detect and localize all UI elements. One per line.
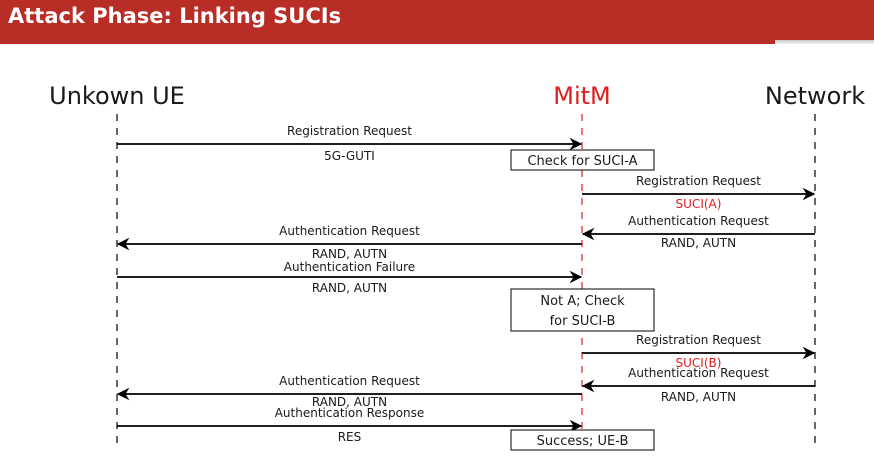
note-text: Check for SUCI-A [527,154,637,169]
note-box-1: Check for SUCI-A [510,149,655,171]
message-parameter: RAND, AUTN [312,395,387,409]
message-label: Registration Request [636,333,761,347]
message-parameter: SUCI(B) [676,356,722,370]
message-1: Registration Request 5G-GUTI [117,124,583,163]
message-label: Registration Request [636,174,761,188]
message-parameter: RAND, AUTN [312,281,387,295]
note-box-3: Success; UE-B [510,429,655,451]
participant-label-mitm: MitM [553,82,611,110]
message-parameter: RAND, AUTN [661,390,736,404]
message-label: Registration Request [287,124,412,138]
message-parameter: RES [338,430,362,444]
message-label: Authentication Request [628,214,769,228]
message-label: Authentication Response [275,406,425,420]
note-box-2: Not A; Check for SUCI-B [510,288,655,332]
message-parameter: SUCI(A) [676,197,722,211]
note-text: Success; UE-B [537,434,629,449]
note-text: Not A; Check [540,294,625,309]
participant-label-network: Network [765,82,865,110]
title-divider [0,40,874,44]
title-bar: Attack Phase: Linking SUCIs [0,0,874,40]
message-parameter: 5G-GUTI [324,149,375,163]
participant-label-ue: Unkown UE [49,82,185,110]
message-label: Authentication Request [628,366,769,380]
message-label: Authentication Request [279,224,420,238]
message-parameter: RAND, AUTN [312,247,387,261]
page-title: Attack Phase: Linking SUCIs [8,4,342,28]
message-label: Authentication Failure [284,260,415,274]
message-parameter: RAND, AUTN [661,236,736,250]
message-label: Authentication Request [279,374,420,388]
note-text: for SUCI-B [550,314,616,329]
